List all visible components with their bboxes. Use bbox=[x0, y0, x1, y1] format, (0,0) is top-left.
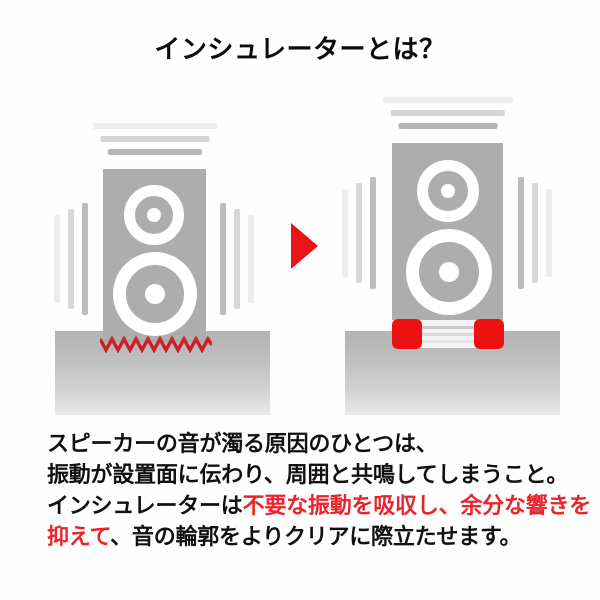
wave-bar-icon-2 bbox=[390, 110, 506, 116]
body-copy-line-1: スピーカーの音が濁る原因のひとつは、 bbox=[47, 431, 438, 456]
body-copy-line-3: インシュレーターは不要な振動を吸収し、余分な響きを bbox=[47, 490, 591, 521]
scene-speaker-with-insulator bbox=[300, 95, 600, 415]
tweeter-hub-icon bbox=[441, 184, 455, 198]
body-copy-line-2: 振動が設置面に伝わり、周囲と共鳴してしまうこと。 bbox=[47, 462, 569, 487]
page-title: インシュレーターとは？ bbox=[154, 34, 446, 64]
wave-bar-icon-1 bbox=[342, 189, 348, 277]
wave-bar-icon-3 bbox=[248, 215, 254, 303]
wave-bar-icon-2 bbox=[234, 209, 240, 309]
wave-bar-icon-3 bbox=[546, 189, 552, 277]
base-plate-line-1 bbox=[409, 326, 485, 329]
wave-bar-icon-1 bbox=[220, 203, 226, 315]
body-copy-line-3-black: インシュレーターは bbox=[47, 493, 243, 518]
body-copy-line-4-highlight: 抑えて bbox=[47, 524, 111, 549]
side-sound-waves-left-left bbox=[52, 203, 96, 315]
transition-arrow-icon bbox=[291, 223, 318, 269]
base-plate-line-3 bbox=[409, 340, 485, 343]
wave-bar-icon-1 bbox=[518, 177, 524, 289]
tweeter-driver-icon bbox=[124, 185, 184, 245]
speaker-cabinet-right bbox=[392, 143, 503, 320]
illustration-stage bbox=[0, 95, 600, 415]
wave-bar-icon-1 bbox=[93, 123, 217, 129]
speaker-cabinet-left bbox=[103, 169, 206, 343]
wave-bar-icon-2 bbox=[68, 209, 74, 309]
side-sound-waves-left-right bbox=[212, 203, 256, 315]
tweeter-driver-icon bbox=[417, 160, 479, 222]
wave-bar-icon-3 bbox=[398, 123, 498, 129]
wave-bar-icon-3 bbox=[107, 149, 203, 155]
wave-bar-icon-2 bbox=[356, 183, 362, 283]
side-sound-waves-right-left bbox=[340, 177, 384, 289]
insulator-foot-right bbox=[474, 319, 504, 349]
insulator-foot-left bbox=[392, 319, 422, 349]
base-plate-line-2 bbox=[409, 333, 485, 336]
top-sound-waves-right bbox=[383, 95, 513, 137]
body-copy-line-4: 抑えて、音の輪郭をよりクリアに際立たせます。 bbox=[47, 521, 567, 552]
woofer-hub-icon bbox=[145, 284, 165, 304]
vibration-zigzag-icon bbox=[100, 335, 212, 353]
top-sound-waves-left bbox=[93, 121, 217, 163]
tweeter-hub-icon bbox=[147, 208, 161, 222]
wave-bar-icon-1 bbox=[54, 215, 60, 303]
wave-bar-icon-3 bbox=[370, 177, 376, 289]
body-copy: スピーカーの音が濁る原因のひとつは、 振動が設置面に伝わり、周囲と共鳴してしまう… bbox=[47, 428, 591, 552]
scene-speaker-without-insulator bbox=[0, 95, 300, 415]
wave-bar-icon-3 bbox=[82, 203, 88, 315]
wave-bar-icon-2 bbox=[532, 183, 538, 283]
wave-bar-icon-1 bbox=[383, 97, 513, 103]
side-sound-waves-right-right bbox=[510, 177, 554, 289]
body-copy-line-3-highlight: 不要な振動を吸収し、余分な響きを bbox=[242, 493, 592, 518]
body-copy-line-4-black: 、音の輪郭をよりクリアに際立たせます。 bbox=[110, 524, 522, 549]
woofer-hub-icon bbox=[439, 262, 459, 282]
wave-bar-icon-2 bbox=[100, 136, 210, 142]
